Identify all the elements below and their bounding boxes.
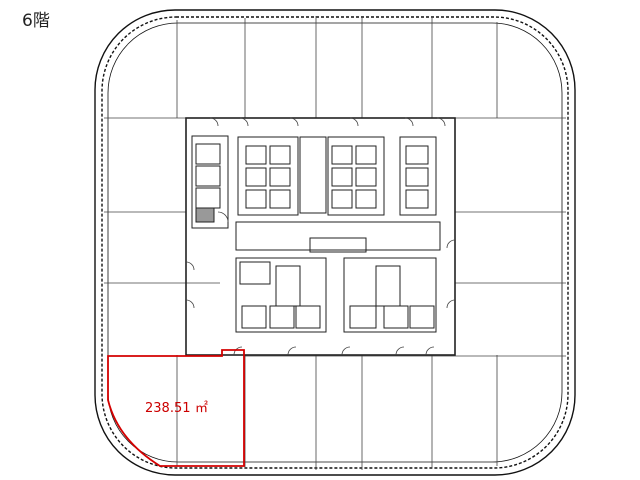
unit-area-value: 238.51 bbox=[145, 401, 191, 416]
floor-label: 6階 bbox=[22, 11, 50, 31]
door-swings bbox=[185, 117, 456, 356]
building-outline bbox=[94, 9, 576, 476]
tenant-unit-highlight bbox=[107, 349, 245, 467]
grid-lines bbox=[104, 16, 566, 470]
unit-area-unit: ㎡ bbox=[195, 401, 208, 416]
core bbox=[185, 117, 456, 356]
